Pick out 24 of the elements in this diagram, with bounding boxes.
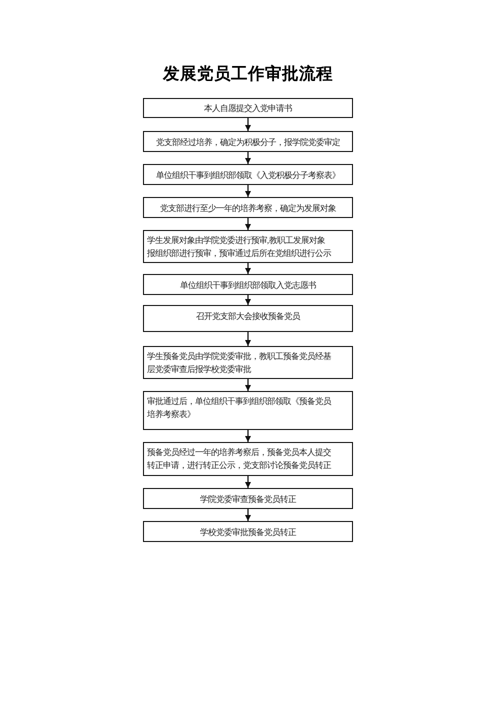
arrow (245, 152, 251, 164)
arrow (245, 379, 251, 391)
arrow (245, 430, 251, 442)
process-box: 学院党委审查预备党员转正 (143, 488, 353, 509)
arrow (245, 332, 251, 346)
arrow (245, 509, 251, 521)
process-box: 预备党员经过一年的培养考察后，预备党员本人提交转正申请，进行转正公示，党支部讨论预备党员转正 (143, 442, 353, 476)
arrow (245, 263, 251, 274)
process-box: 审批通过后，单位组织干事到组织部领取《预备党员培养考察表》 (143, 391, 353, 430)
process-box: 本人自愿提交入党申请书 (143, 98, 353, 118)
arrow (245, 295, 251, 305)
process-box: 单位组织干事到组织部领取入党志愿书 (143, 274, 353, 295)
arrow (245, 118, 251, 131)
process-box: 学校党委审批预备党员转正 (143, 521, 353, 542)
process-box: 单位组织干事到组织部领取《入党积极分子考察表》 (143, 164, 353, 185)
process-box: 召开党支部大会接收预备党员 (143, 305, 353, 332)
process-box: 党支部进行至少一年的培养考察，确定为发展对象 (143, 197, 353, 218)
arrow (245, 476, 251, 488)
process-box: 党支部经过培养，确定为积极分子，报学院党委审定 (143, 131, 353, 152)
process-box: 学生预备党员由学院党委审批，教职工预备党员经基层党委审查后报学校党委审批 (143, 346, 353, 379)
arrow (245, 218, 251, 230)
arrow (245, 185, 251, 197)
title: 发展党员工作审批流程 (163, 64, 333, 84)
process-box: 学生发展对象由学院党委进行预审,教职工发展对象报组织部进行预审，预审通过后所在党组织进行公示 (143, 230, 353, 263)
